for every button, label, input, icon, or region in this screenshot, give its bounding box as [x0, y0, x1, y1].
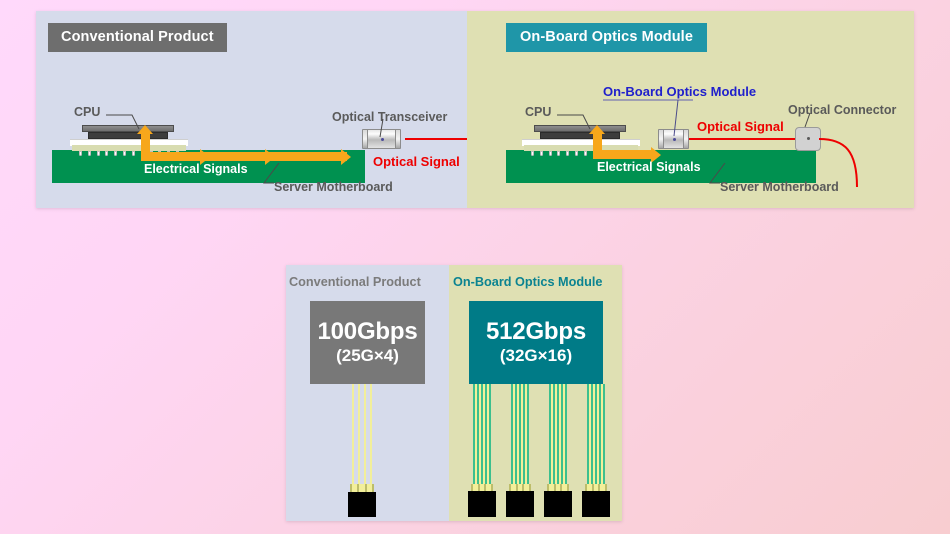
- bottom-comparison-figure: Conventional Product 100Gbps (25G×4) On-…: [286, 265, 622, 521]
- label-onboard-optics-module: On-Board Optics Module: [603, 84, 757, 99]
- leader-module-right: [603, 99, 693, 137]
- electrical-arrow-head-left-1: [200, 148, 210, 165]
- optical-connector-block-onboard-1: [468, 491, 496, 517]
- label-optical-connector: Optical Connector: [788, 103, 897, 117]
- electrical-arrow-head-right-1: [651, 146, 661, 163]
- electrical-arrow-up-head-right: [589, 125, 605, 134]
- speed-breakdown-conventional: (25G×4): [336, 346, 399, 365]
- panel-onboard-optics-module: On-Board Optics Module CPU Electrical Si…: [467, 11, 914, 208]
- label-server-motherboard-left: Server Motherboard: [274, 180, 393, 194]
- fiber-ribbon-onboard-2: [511, 384, 529, 486]
- electrical-arrow-head-left-2: [265, 148, 275, 165]
- bottom-heading-onboard: On-Board Optics Module: [453, 275, 603, 289]
- leader-motherboard-right: [709, 163, 726, 184]
- fiber-ferrule-onboard-4: [585, 484, 607, 491]
- top-comparison-figure: Conventional Product CPU Electrical Sign…: [36, 11, 914, 208]
- fiber-ribbon-onboard-1: [473, 384, 491, 486]
- leader-transceiver-left: [379, 119, 384, 138]
- fiber-ferrule-conventional: [350, 484, 374, 492]
- optical-signal-line-left: [405, 138, 467, 140]
- optical-connector-block-onboard-4: [582, 491, 610, 517]
- panel-conventional-product: Conventional Product CPU Electrical Sign…: [36, 11, 467, 208]
- electrical-arrow-vertical-right: [593, 133, 602, 159]
- label-server-motherboard-right: Server Motherboard: [720, 180, 839, 194]
- electrical-arrow-head-left-3: [341, 148, 351, 165]
- label-optical-transceiver-left: Optical Transceiver: [332, 110, 448, 124]
- electrical-arrow-vertical-left: [141, 133, 150, 161]
- electrical-arrow-horizontal-right: [593, 150, 655, 159]
- leader-cpu-right: [557, 114, 591, 130]
- label-optical-signal-right: Optical Signal: [697, 119, 784, 134]
- speed-value-onboard: 512Gbps: [486, 318, 586, 345]
- optical-connector-block-onboard-2: [506, 491, 534, 517]
- optical-fiber-curve-right: [819, 138, 858, 188]
- speed-box-conventional: 100Gbps (25G×4): [310, 301, 425, 384]
- label-electrical-signals-left: Electrical Signals: [144, 162, 248, 176]
- electrical-arrow-horizontal-left: [141, 152, 347, 161]
- leader-connector-right: [804, 113, 811, 128]
- bottom-panel-onboard: On-Board Optics Module 512Gbps (32G×16): [449, 265, 622, 521]
- speed-breakdown-onboard: (32G×16): [499, 346, 573, 365]
- speed-box-onboard: 512Gbps (32G×16): [469, 301, 603, 384]
- leader-cpu-left: [106, 114, 140, 130]
- label-optical-signal-left: Optical Signal: [373, 154, 460, 169]
- electrical-arrow-up-head-left: [137, 125, 153, 134]
- fiber-ferrule-onboard-1: [471, 484, 493, 491]
- leader-motherboard-left: [263, 163, 280, 184]
- optical-connector-block-onboard-3: [544, 491, 572, 517]
- fiber-ribbon-conventional: [352, 384, 372, 486]
- optical-signal-line-right: [689, 138, 797, 140]
- panel-tag-onboard: On-Board Optics Module: [506, 23, 707, 52]
- label-electrical-signals-right: Electrical Signals: [597, 160, 701, 174]
- fiber-ribbon-onboard-4: [587, 384, 605, 486]
- panel-tag-conventional: Conventional Product: [48, 23, 227, 52]
- label-cpu-right: CPU: [525, 105, 552, 119]
- optical-connector-block-conventional: [348, 492, 376, 517]
- fiber-ferrule-onboard-2: [509, 484, 531, 491]
- bottom-heading-conventional: Conventional Product: [289, 275, 421, 289]
- fiber-ribbon-onboard-3: [549, 384, 567, 486]
- bottom-panel-conventional: Conventional Product 100Gbps (25G×4): [286, 265, 449, 521]
- speed-value-conventional: 100Gbps: [317, 318, 418, 345]
- fiber-ferrule-onboard-3: [547, 484, 569, 491]
- cpu-assembly-left: [70, 120, 188, 156]
- onboard-optics-module-part: [658, 129, 689, 149]
- label-cpu-left: CPU: [74, 105, 101, 119]
